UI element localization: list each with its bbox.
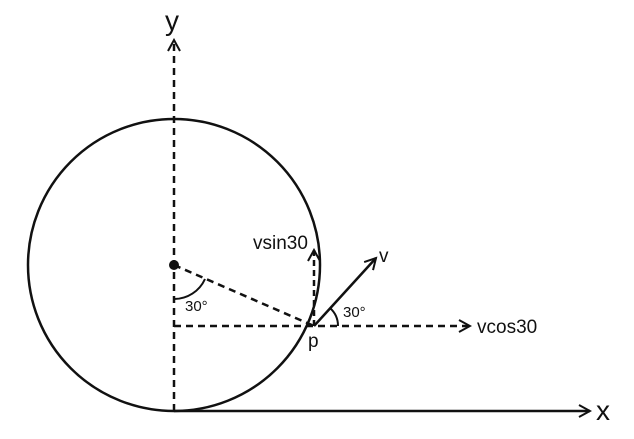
- velocity-label: v: [379, 246, 389, 267]
- vertical-component-label: vsin30: [253, 233, 308, 254]
- angle-label-center: 30°: [185, 298, 208, 315]
- radius-line: [173, 263, 315, 328]
- y-axis-label: y: [165, 5, 179, 36]
- angle-arc-point: [329, 307, 340, 327]
- circle-path: [26, 117, 322, 413]
- x-axis-label: x: [596, 395, 610, 426]
- velocity-arrow: [313, 258, 376, 327]
- horizontal-component-label: vcos30: [477, 317, 537, 338]
- point-label: p: [308, 331, 319, 352]
- angle-arc-center: [173, 278, 206, 300]
- angle-label-point: 30°: [343, 304, 366, 321]
